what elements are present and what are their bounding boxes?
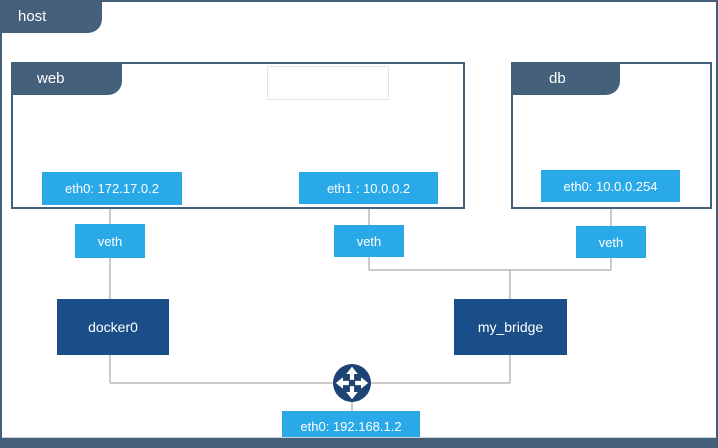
db-container-label: db: [549, 70, 566, 87]
docker0-bridge-node: docker0: [57, 299, 169, 355]
host-container-tab: host: [2, 2, 102, 33]
web-container-label: web: [37, 70, 65, 87]
veth-node-web-eth0: veth: [75, 224, 145, 258]
veth-node-web-eth1: veth: [334, 225, 404, 257]
host-container-bottom-edge: [2, 437, 716, 446]
db-container-tab: db: [511, 62, 620, 95]
db-eth0-badge: eth0: 10.0.0.254: [541, 170, 680, 202]
host-eth0-badge: eth0: 192.168.1.2: [282, 411, 420, 442]
web-eth0-badge: eth0: 172.17.0.2: [42, 172, 182, 205]
web-eth1-badge: eth1 : 10.0.0.2: [299, 172, 438, 204]
empty-label-box: [267, 66, 389, 100]
web-container-tab: web: [11, 62, 122, 95]
my-bridge-node: my_bridge: [454, 299, 567, 355]
router-cross-arrows-icon: [333, 364, 371, 402]
veth-node-db-eth0: veth: [576, 226, 646, 258]
host-container-label: host: [18, 8, 47, 25]
